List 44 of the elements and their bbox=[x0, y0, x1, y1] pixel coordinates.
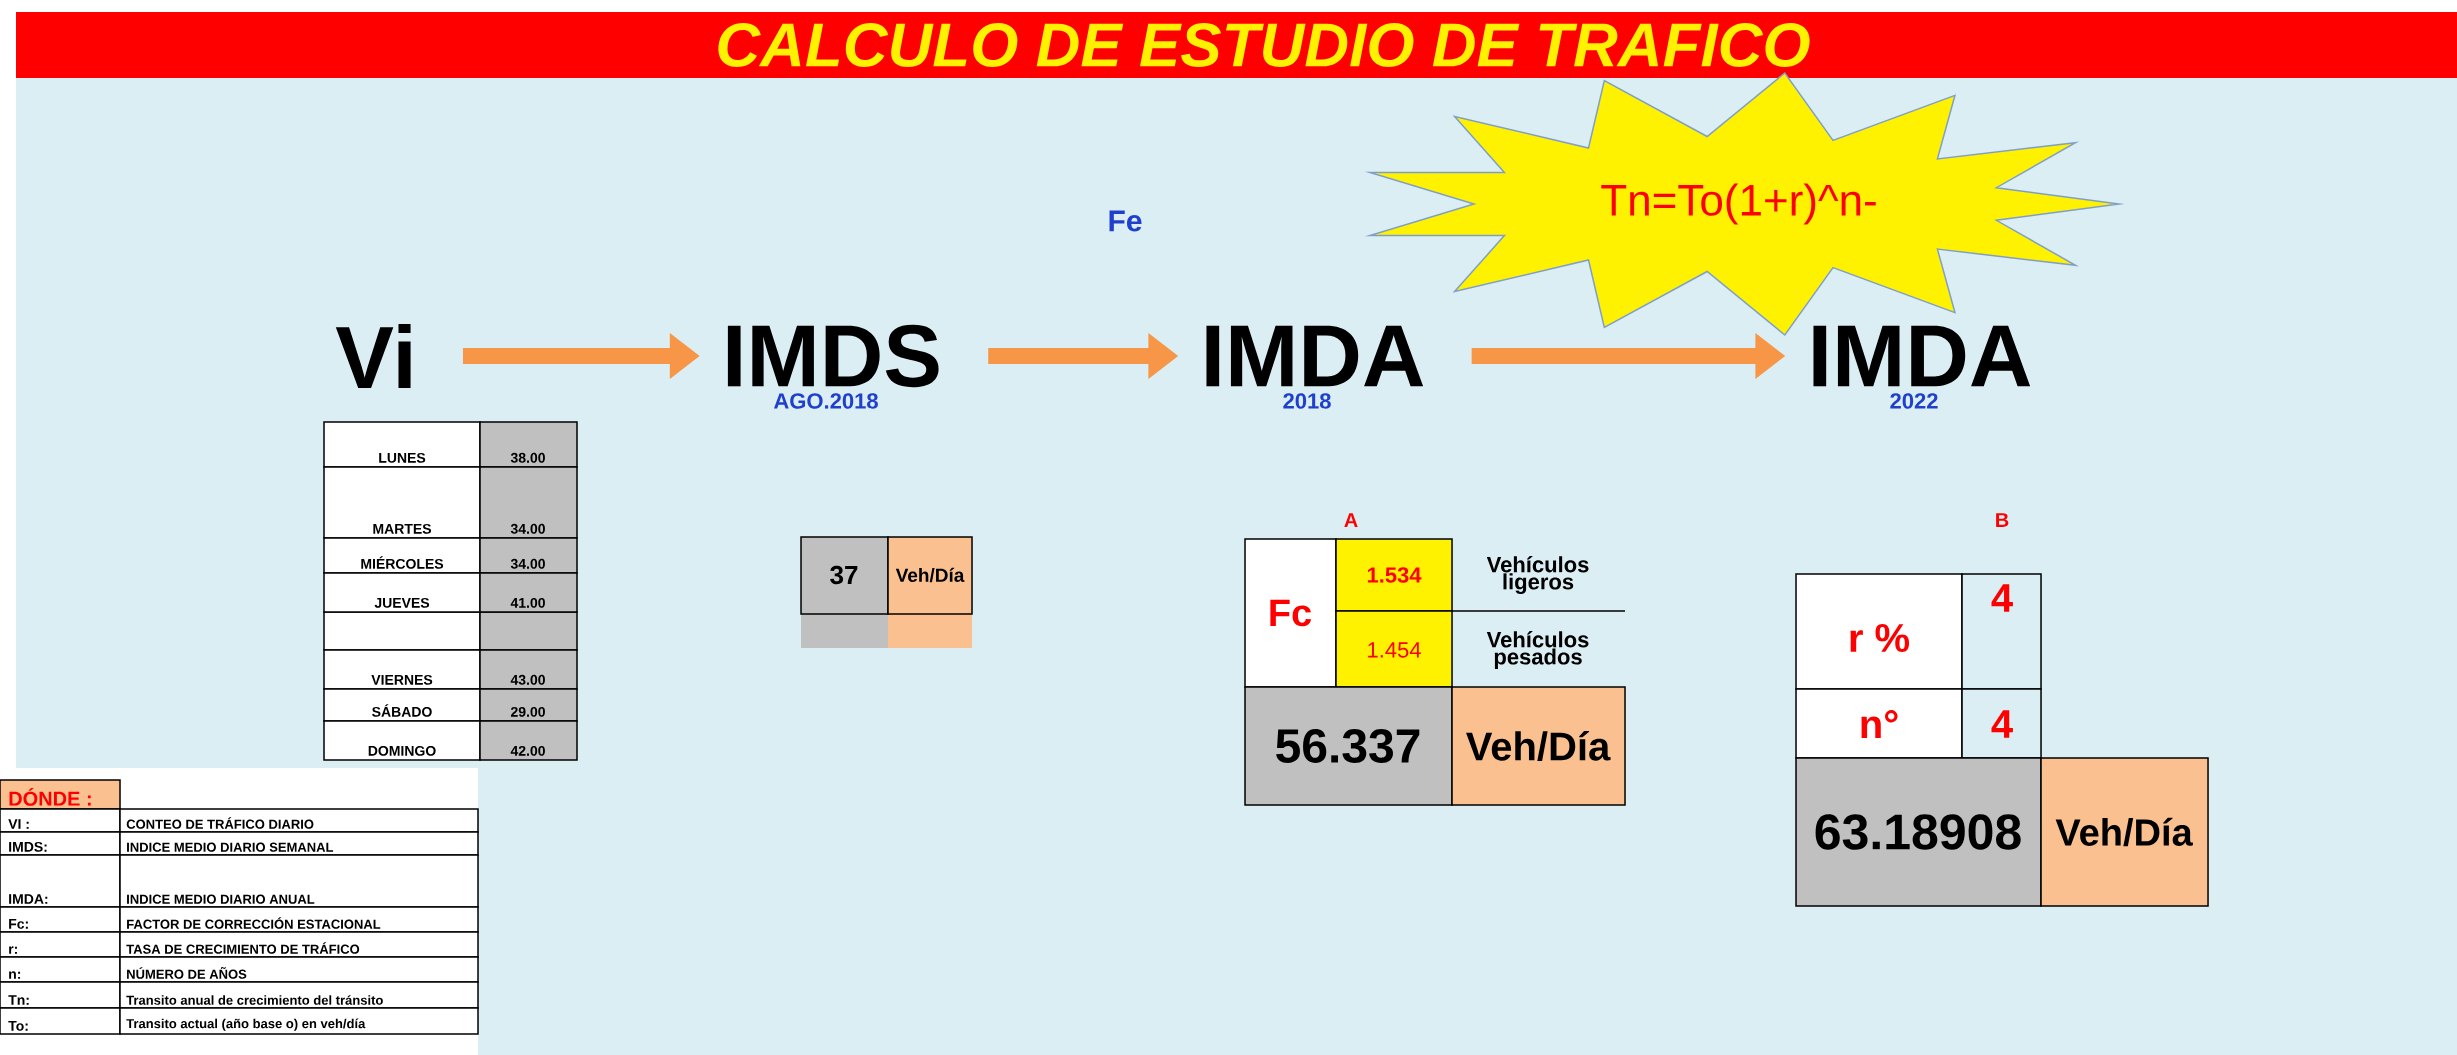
value-cell: 1.454 bbox=[1335, 610, 1453, 688]
table-cell: Tn: bbox=[0, 981, 121, 1009]
year-label: 2022 bbox=[1890, 393, 1938, 409]
table-cell: 34.00 bbox=[479, 537, 578, 574]
year-label: 2018 bbox=[1283, 393, 1331, 409]
result-cell: 63.18908 bbox=[1795, 757, 2042, 907]
table-cell: 34.00 bbox=[479, 466, 578, 539]
table-cell: Fc: bbox=[0, 906, 121, 933]
term-label: IMDS bbox=[727, 324, 939, 388]
table-cell: VIERNES bbox=[323, 649, 481, 690]
table-cell: JUEVES bbox=[323, 572, 481, 613]
term-label: Vi bbox=[335, 324, 411, 388]
cell-text: Vehículos ligeros bbox=[1486, 556, 1589, 594]
value-cell: 4 bbox=[1961, 573, 2042, 690]
table-letter: B bbox=[1996, 513, 2009, 527]
value-cell: 4 bbox=[1961, 688, 2042, 759]
table-cell: 38.00 bbox=[479, 421, 578, 468]
year-label: AGO.2018 bbox=[774, 393, 878, 409]
unit-cell: Veh/Día bbox=[1451, 686, 1626, 806]
table-cell: 29.00 bbox=[479, 688, 578, 722]
table-cell: LUNES bbox=[323, 421, 481, 468]
table-cell: 41.00 bbox=[479, 572, 578, 613]
table-cell: DOMINGO bbox=[323, 720, 481, 761]
table-cell: n: bbox=[0, 956, 121, 983]
table-header: DÓNDE : bbox=[0, 779, 121, 810]
table-letter: A bbox=[1344, 513, 1358, 527]
table-cell: IMDS: bbox=[0, 831, 121, 856]
table-cell: MARTES bbox=[323, 466, 481, 539]
table-cell: To: bbox=[0, 1007, 121, 1035]
result-cell: 56.337 bbox=[1244, 686, 1453, 806]
table-cell: VI : bbox=[0, 808, 121, 833]
formula-label: Fe bbox=[1109, 210, 1142, 232]
value-cell: 1.534 bbox=[1335, 538, 1453, 612]
table-cell: r: bbox=[0, 931, 121, 958]
cell-text: Vehículos pesados bbox=[1486, 631, 1589, 669]
table-cell: n° bbox=[1795, 688, 1963, 759]
table-cell: Fc bbox=[1244, 538, 1337, 688]
table-cell: r % bbox=[1795, 573, 1963, 690]
table-cell: 42.00 bbox=[479, 720, 578, 761]
table-cell: MIÉRCOLES bbox=[323, 537, 481, 574]
unit-cell: Veh/Día bbox=[2040, 757, 2209, 907]
table-cell: 43.00 bbox=[479, 649, 578, 690]
title-bar: CALCULO DE ESTUDIO DE TRAFICO bbox=[16, 12, 2457, 78]
table-cell: SÁBADO bbox=[323, 688, 481, 722]
